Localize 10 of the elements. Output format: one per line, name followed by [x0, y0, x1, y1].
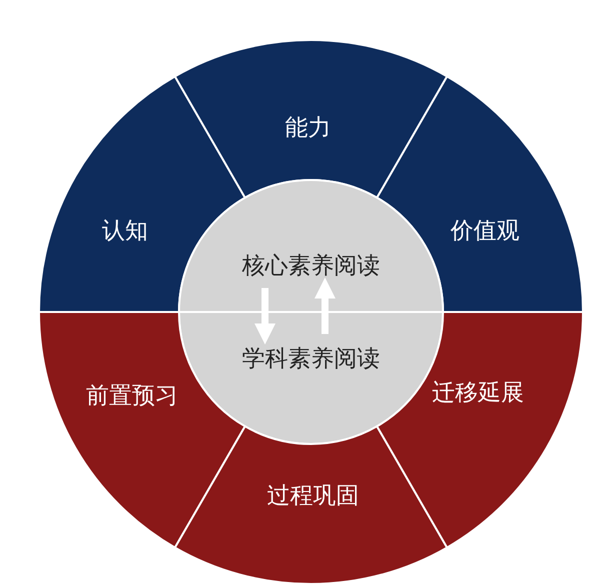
sector-label: 能力	[285, 114, 331, 142]
arrow	[314, 278, 336, 334]
sector-label: 价值观	[450, 216, 520, 246]
sector-label: 认知	[102, 216, 148, 246]
sector-label: 迁移延展	[432, 378, 524, 408]
center-label: 学科素养阅读	[242, 344, 380, 374]
center-label: 核心素养阅读	[242, 252, 380, 280]
arrow	[254, 288, 276, 344]
sector-label: 过程巩固	[267, 482, 359, 510]
sector-label: 前置预习	[86, 382, 178, 410]
